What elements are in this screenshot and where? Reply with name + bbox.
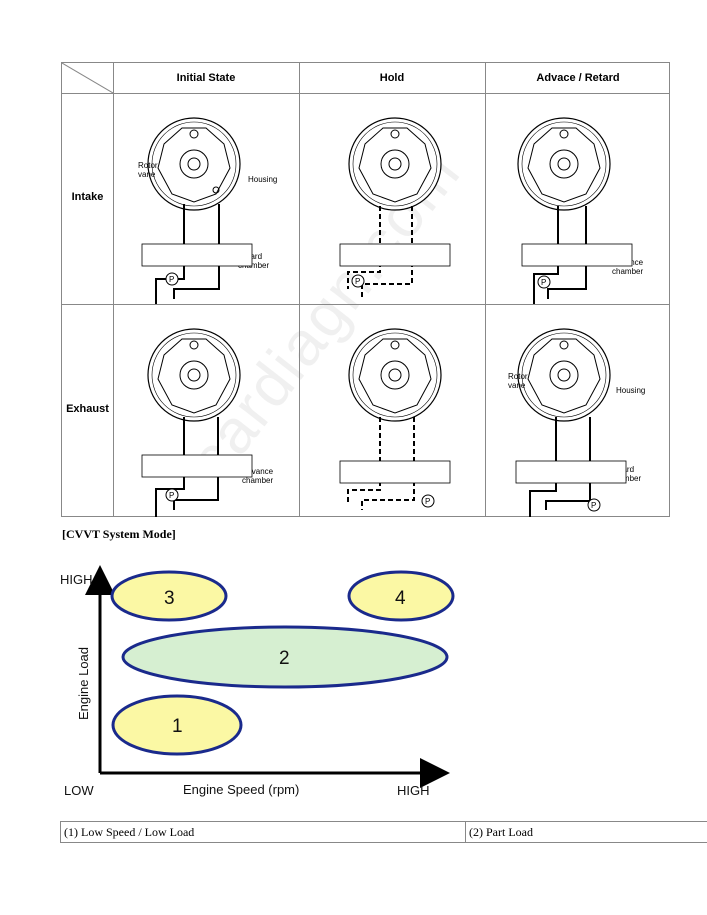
section-title: [CVVT System Mode] — [62, 527, 176, 541]
svg-text:chamber: chamber — [242, 476, 273, 485]
svg-text:Rotor: Rotor — [508, 372, 528, 381]
legend-cell-1: (1) Low Speed / Low Load — [64, 825, 195, 839]
svg-text:P: P — [591, 501, 596, 510]
mode-legend-table: (1) Low Speed / Low Load (2) Part Load — [60, 821, 707, 843]
x-axis-label: Engine Speed (rpm) — [183, 782, 299, 797]
svg-text:vane: vane — [508, 381, 526, 390]
svg-text:P: P — [169, 275, 174, 284]
cvvt-operation-table: Initial State Hold Advace / Retard Intak… — [61, 62, 670, 517]
row-header-exhaust: Exhaust — [66, 403, 109, 415]
region-1 — [111, 694, 243, 756]
region-3 — [110, 570, 228, 622]
diagram-exhaust-hold: P — [300, 305, 485, 517]
y-high-label: HIGH — [60, 572, 93, 587]
row-header-intake: Intake — [71, 191, 104, 203]
col-header-initial-state: Initial State — [176, 72, 236, 84]
diagram-exhaust-initial: Advance chamber P — [114, 305, 299, 517]
col-header-advance-retard: Advace / Retard — [536, 72, 620, 84]
region-2-label: 2 — [279, 648, 290, 669]
svg-text:P: P — [425, 497, 430, 506]
legend-cell-2: (2) Part Load — [469, 825, 533, 839]
svg-text:P: P — [541, 278, 546, 287]
region-3-label: 3 — [164, 588, 175, 609]
svg-text:vane: vane — [138, 170, 156, 179]
diagram-intake-hold: P — [300, 94, 485, 304]
svg-text:Rotor: Rotor — [138, 161, 158, 170]
svg-text:P: P — [169, 491, 174, 500]
region-1-label: 1 — [172, 716, 183, 737]
col-header-hold: Hold — [379, 72, 405, 84]
svg-text:Advance: Advance — [242, 467, 274, 476]
cvvt-mode-chart: HIGH LOW Engine Speed (rpm) HIGH Engine … — [55, 560, 455, 805]
svg-text:Housing: Housing — [248, 175, 277, 184]
x-high-label: HIGH — [397, 783, 430, 798]
svg-text:Housing: Housing — [616, 386, 645, 395]
svg-text:chamber: chamber — [612, 267, 643, 276]
region-2 — [121, 625, 449, 689]
svg-text:chamber: chamber — [238, 261, 269, 270]
y-axis-label: Engine Load — [76, 647, 91, 720]
diagram-intake-initial: Rotor vane Housing Retard chamber P — [114, 94, 299, 304]
diagram-exhaust-advance: Rotor vane Housing Retard chamber P — [486, 305, 671, 517]
region-4-label: 4 — [395, 588, 406, 609]
corner-diagonal — [62, 63, 113, 93]
diagram-intake-advance: Advance chamber P — [486, 94, 671, 304]
y-low-label: LOW — [64, 783, 94, 798]
region-4 — [347, 570, 455, 622]
svg-text:P: P — [355, 277, 360, 286]
